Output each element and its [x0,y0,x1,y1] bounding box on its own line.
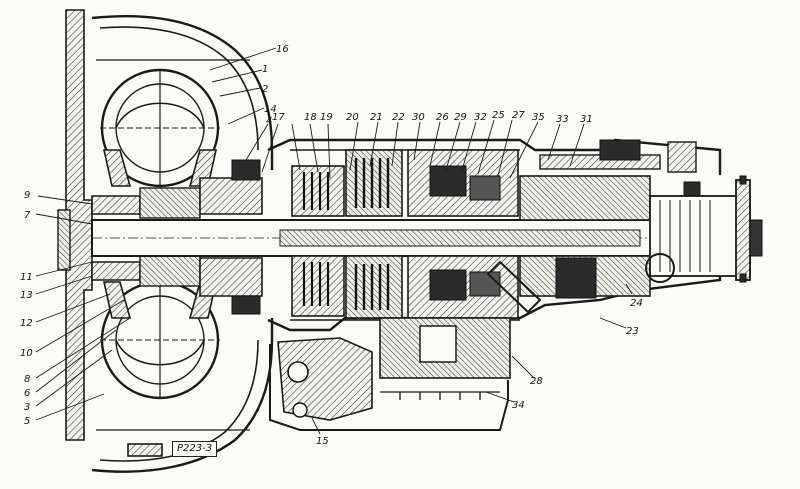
callout-18: 18 [304,112,317,123]
callout-2: 2 [262,84,268,95]
callout-6: 6 [24,388,30,399]
clutch-pack-front [291,165,345,317]
callout-14: 14 [264,104,277,115]
callout-15: 15 [316,436,329,447]
callout-10: 10 [20,348,33,359]
callout-11: 11 [20,272,33,283]
valve-body [269,317,511,431]
callout-16: 16 [276,44,289,55]
leader-lines [35,47,633,435]
callout-20: 20 [346,112,359,123]
planetary-gear-set [407,149,519,319]
callout-28: 28 [530,376,543,387]
output-flange [735,175,763,283]
callout-35: 35 [532,112,545,123]
callout-3: 3 [24,402,30,413]
converter-torus-upper [100,68,220,188]
output-section [486,175,751,314]
callout-32: 32 [474,112,487,123]
figure-reference-code: Р223-3 [172,441,218,457]
callout-8: 8 [24,374,30,385]
callout-19: 19 [320,112,333,123]
callout-23: 23 [626,326,639,337]
callout-26: 26 [436,112,449,123]
callout-7: 7 [24,210,31,221]
callout-9: 9 [24,190,30,201]
callout-labels: 16 1 2 14 4 17 18 19 20 21 22 30 26 29 3… [20,44,643,447]
callout-12: 12 [20,318,33,329]
flywheel-plate [57,9,93,441]
converter-hub [91,159,263,315]
converter-torus-lower [100,280,220,400]
callout-4: 4 [266,116,272,127]
callout-29: 29 [454,112,467,123]
callout-17: 17 [272,112,285,123]
callout-31: 31 [580,114,593,125]
callout-13: 13 [20,290,33,301]
callout-21: 21 [370,112,383,123]
callout-30: 30 [412,112,425,123]
callout-25: 25 [492,110,505,121]
callout-22: 22 [392,112,405,123]
main-shaft [91,219,760,257]
drain-plug [127,443,163,457]
callout-34: 34 [512,400,525,411]
callout-27: 27 [512,110,525,121]
callout-33: 33 [556,114,569,125]
callout-5: 5 [24,416,30,427]
callout-1: 1 [262,64,268,75]
callout-24: 24 [630,298,643,309]
